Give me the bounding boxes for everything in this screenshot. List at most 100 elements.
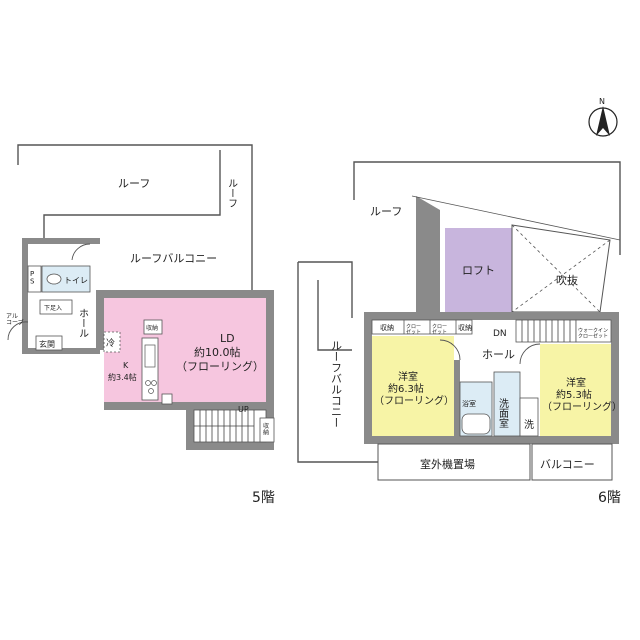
roof-slope-line	[411, 195, 621, 241]
washroom-label: 洗面室	[497, 398, 509, 428]
wall	[266, 290, 274, 450]
storage-bottom-label: 収納	[263, 423, 269, 437]
void-label: 吹抜	[556, 273, 578, 287]
wall	[364, 312, 619, 320]
wall	[96, 290, 274, 298]
balcony-area	[531, 443, 613, 481]
room2-floor: （フローリング）	[542, 400, 622, 413]
room2	[540, 344, 611, 436]
room2-door	[519, 343, 541, 365]
wall	[22, 348, 100, 354]
shoe-box-label: 下足入	[44, 305, 62, 312]
wash-label: 洗	[524, 419, 534, 431]
cabinet	[161, 393, 173, 405]
loft-label: ロフト	[462, 264, 495, 277]
wall	[22, 238, 100, 244]
void-line	[511, 239, 611, 313]
stove-icon	[145, 380, 151, 386]
compass: N	[588, 97, 618, 137]
wall	[416, 196, 440, 320]
loft-area	[445, 228, 512, 312]
roof-balcony-vertical-label: ルーフバルコニー	[330, 340, 343, 428]
wall	[454, 360, 460, 436]
void-area	[511, 224, 611, 313]
roof-label: ルーフ	[118, 177, 150, 190]
storage-label: 収納	[146, 324, 158, 332]
roof-outline-6f	[353, 161, 621, 255]
storage-b-label: 収納	[458, 323, 472, 332]
stove-icon	[148, 388, 154, 394]
roof-outline	[17, 144, 253, 293]
ld-floor: （フローリング）	[176, 359, 264, 373]
hall-label: ホール	[77, 308, 89, 338]
storage-bottom-box	[259, 417, 275, 443]
kitchen-name: K	[123, 361, 129, 370]
roof-balcony-inner	[317, 280, 352, 351]
hall-label-6f: ホール	[482, 348, 515, 361]
wall	[96, 290, 104, 350]
storage-strip	[371, 319, 473, 335]
ld-name: LD	[220, 332, 235, 345]
room1	[372, 336, 454, 436]
room2-name: 洋室	[566, 376, 586, 389]
floor6-label: 6階	[598, 490, 621, 506]
fridge-label: 冷	[106, 337, 115, 349]
balcony-label: バルコニー	[540, 458, 595, 471]
washroom	[493, 371, 521, 437]
toilet-label: トイレ	[64, 276, 88, 285]
bath-label: 浴室	[462, 399, 476, 408]
entrance-area	[35, 335, 63, 351]
storage-a-label: 収納	[380, 323, 394, 332]
wall	[364, 312, 372, 442]
stove-icon	[151, 380, 157, 386]
ps-box	[27, 265, 42, 293]
wall	[186, 402, 194, 450]
bathtub-icon	[461, 413, 491, 435]
outdoor-unit-label: 室外機置場	[420, 457, 475, 471]
floor-6: ルーフ ルーフバルコニー ロフト 吹抜 収納 クローゼット クローゼット 収納 …	[297, 161, 622, 506]
toilet-icon	[46, 273, 62, 285]
ld-room	[104, 298, 266, 402]
walkin-closet	[575, 319, 612, 343]
stairs-up-label: UP	[238, 405, 249, 414]
stairs-down-label: DN	[493, 329, 507, 339]
room2-size: 約5.3帖	[556, 388, 592, 401]
room1-size: 約6.3帖	[388, 382, 424, 395]
fridge-area	[103, 331, 121, 353]
floor5-label: 5階	[252, 490, 275, 506]
roof-side-label: ルーフ	[226, 178, 238, 208]
room1-name: 洋室	[398, 370, 418, 383]
kitchen-counter	[141, 337, 159, 401]
north-arrow-icon	[596, 106, 610, 136]
wall	[186, 442, 274, 450]
kitchen-size: 約3.4帖	[108, 372, 137, 382]
roof-label-6f: ルーフ	[370, 205, 402, 218]
wall	[611, 312, 619, 442]
alcove-label: アルコーブ	[6, 313, 24, 327]
roof-inner-outline	[43, 150, 221, 240]
entrance-label: 玄関	[39, 339, 55, 349]
wall	[364, 436, 619, 444]
wash-basin-area	[519, 397, 539, 437]
storage-box	[143, 319, 163, 335]
ld-size: 約10.0帖	[194, 345, 241, 359]
room1-door	[439, 339, 461, 361]
roof-balcony-label: ルーフバルコニー	[130, 252, 217, 265]
sink-icon	[144, 344, 156, 368]
entrance-door	[7, 321, 29, 341]
roof-balcony-outline	[298, 261, 353, 318]
stairs-5f	[193, 409, 267, 443]
closet-b-label: クローゼット	[432, 324, 447, 336]
void-line	[511, 224, 601, 313]
outdoor-unit-area	[377, 443, 531, 481]
roof-balcony-outline	[297, 262, 378, 463]
wall	[22, 238, 28, 354]
compass-label: N	[599, 97, 605, 106]
closet-a-label: クローゼット	[406, 324, 421, 336]
toilet-door	[71, 243, 91, 261]
walkin-closet-label: ウォークインクローゼット	[578, 327, 608, 340]
room1-floor: （フローリング）	[374, 394, 454, 407]
